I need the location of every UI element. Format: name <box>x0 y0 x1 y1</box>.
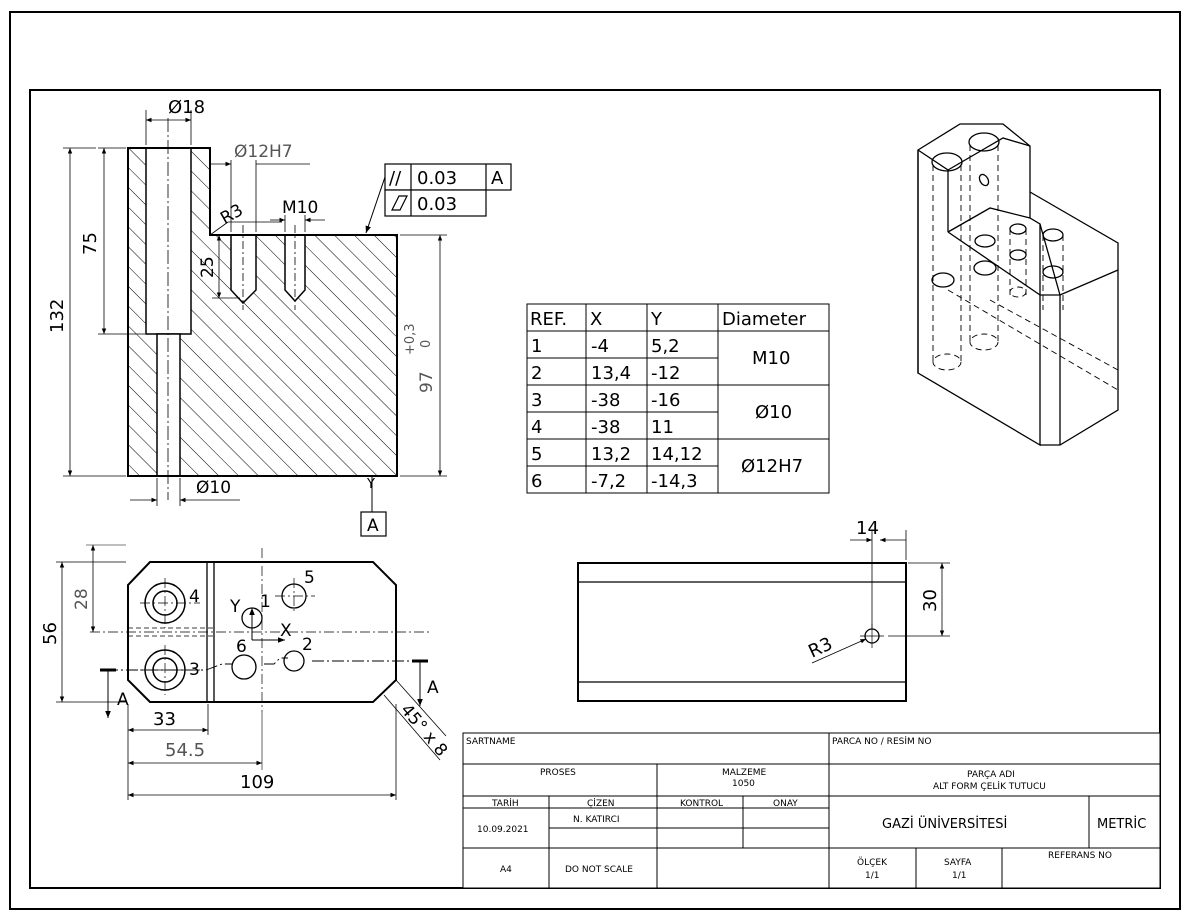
dim-54-5: 54.5 <box>165 740 205 761</box>
row4-x: -38 <box>591 417 620 438</box>
bore-phi18 <box>145 147 192 335</box>
hole-label-1: 1 <box>260 592 271 612</box>
row2-y: -12 <box>651 363 680 384</box>
tb-sayfa-value: 1/1 <box>952 871 966 881</box>
parallelism-symbol: // <box>389 168 402 189</box>
parallelism-value: 0.03 <box>417 168 457 189</box>
section-a-right: A <box>427 678 439 698</box>
dim-phi10: Ø10 <box>196 478 231 498</box>
tb-olcek-value: 1/1 <box>865 871 879 881</box>
tb-parca-no: PARCA NO / RESİM NO <box>832 736 931 747</box>
row6-y: -14,3 <box>651 471 698 492</box>
front-section-view: Ø18 Ø12H7 R3 M10 25 75 132 <box>47 97 447 537</box>
header-diameter: Diameter <box>722 309 807 330</box>
tb-proses: PROSES <box>540 768 576 778</box>
row3-y: -16 <box>651 390 680 411</box>
tb-malzeme: MALZEME <box>722 768 767 778</box>
dim-r3-front: R3 <box>217 200 247 229</box>
hole-label-2: 2 <box>302 635 313 655</box>
dim-phi18: Ø18 <box>168 97 205 118</box>
flatness-symbol-icon <box>391 195 408 211</box>
row4-y: 11 <box>651 417 674 438</box>
tb-kontrol: KONTROL <box>680 799 723 809</box>
tb-tarih-value: 10.09.2021 <box>477 825 529 835</box>
diameter-phi12h7: Ø12H7 <box>741 456 803 477</box>
tb-parca-adi: PARÇA ADI <box>967 770 1015 780</box>
tol-zero: 0 <box>419 340 434 348</box>
header-y: Y <box>650 309 663 330</box>
hole-label-5: 5 <box>304 568 315 588</box>
dim-75: 75 <box>80 232 101 255</box>
tol-plus: +0,3 <box>403 323 418 355</box>
dim-14: 14 <box>856 518 879 539</box>
hole-label-6: 6 <box>236 637 247 657</box>
tb-onay: ONAY <box>773 799 798 809</box>
row6-x: -7,2 <box>591 471 626 492</box>
dim-33: 33 <box>153 709 176 730</box>
tb-cizen-value: N. KATIRCI <box>573 815 620 825</box>
datum-arrow: Y <box>366 477 375 492</box>
dim-30: 30 <box>920 589 941 612</box>
dim-phi12h7: Ø12H7 <box>234 142 293 162</box>
dim-25: 25 <box>198 256 218 278</box>
tb-malzeme-value: 1050 <box>732 779 755 789</box>
tb-cizen: ÇİZEN <box>587 798 615 809</box>
title-block: SARTNAME PARCA NO / RESİM NO PROSES MALZ… <box>462 732 1161 889</box>
tb-parca-adi-value: ALT FORM ÇELİK TUTUCU <box>933 781 1046 792</box>
row3-x: -38 <box>591 390 620 411</box>
tb-paper-size: A4 <box>500 865 512 875</box>
axis-x-label: X <box>280 621 292 641</box>
chamfer-45x8: 45° x 8 <box>396 700 451 760</box>
dim-109: 109 <box>240 772 274 793</box>
bore-phi10 <box>156 333 181 477</box>
tb-olcek: ÖLÇEK <box>857 857 888 868</box>
hole-label-3: 3 <box>189 660 200 680</box>
row1-y: 5,2 <box>651 336 680 357</box>
row1-ref: 1 <box>531 336 542 357</box>
isometric-view <box>917 123 1119 447</box>
row2-x: 13,4 <box>591 363 631 384</box>
tb-tarih: TARİH <box>491 798 519 809</box>
diameter-phi10: Ø10 <box>755 402 792 423</box>
side-view: 14 30 R3 <box>577 518 950 702</box>
outer-border <box>9 11 1181 910</box>
parallelism-datum: A <box>491 168 504 189</box>
dim-r3-side: R3 <box>805 633 836 662</box>
flatness-value: 0.03 <box>417 194 457 215</box>
row3-ref: 3 <box>531 390 542 411</box>
dim-28: 28 <box>72 588 92 610</box>
feature-control-frame: // 0.03 A 0.03 <box>365 163 512 234</box>
datum-a: A <box>367 516 379 536</box>
row5-y: 14,12 <box>651 444 703 465</box>
header-x: X <box>590 309 602 330</box>
dim-132: 132 <box>47 299 68 333</box>
blind-hole-left <box>230 234 257 305</box>
tb-university: GAZİ ÜNİVERSİTESİ <box>882 815 1007 832</box>
tb-sayfa: SAYFA <box>944 858 972 868</box>
top-view: A A X Y 1 2 3 4 5 6 56 28 33 54.5 109 <box>40 544 451 800</box>
section-hatch <box>128 148 397 476</box>
tb-metric: METRİC <box>1097 816 1146 832</box>
row5-ref: 5 <box>531 444 542 465</box>
diameter-m10: M10 <box>752 348 790 369</box>
row2-ref: 2 <box>531 363 542 384</box>
hole-label-4: 4 <box>189 587 200 607</box>
tb-referans-no: REFERANS NO <box>1048 851 1112 861</box>
row4-ref: 4 <box>531 417 542 438</box>
dim-56: 56 <box>40 622 61 645</box>
tb-do-not-scale: DO NOT SCALE <box>565 865 633 875</box>
tb-sartname: SARTNAME <box>466 737 516 747</box>
row1-x: -4 <box>591 336 609 357</box>
section-a-left: A <box>117 690 129 710</box>
row6-ref: 6 <box>531 471 542 492</box>
axis-y-label: Y <box>229 597 241 617</box>
row5-x: 13,2 <box>591 444 631 465</box>
dim-m10: M10 <box>282 198 318 218</box>
hole-table: REF. X Y Diameter 1 -4 5,2 2 13,4 -12 3 … <box>526 303 830 494</box>
header-ref: REF. <box>530 309 567 330</box>
dim-97: 97 <box>417 371 437 393</box>
